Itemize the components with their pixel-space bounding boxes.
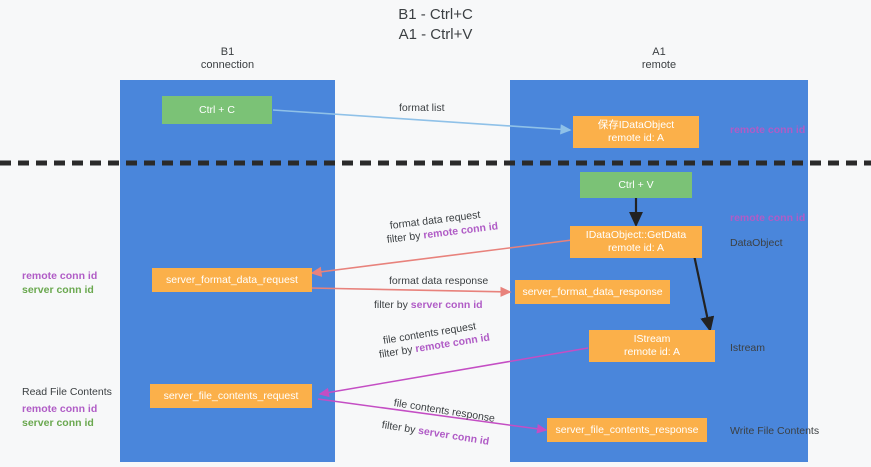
column-header-b1: B1 connection [120,46,335,72]
left-annotation-server-conn-id: server conn id [22,284,94,296]
node-server-format-data-request[interactable]: server_format_data_request [152,268,312,292]
node-istream-line2: remote id: A [623,346,681,358]
column-header-b1-role: connection [200,59,255,71]
node-server-file-contents-response-label: server_file_contents_response [555,423,699,436]
left-annotation-remote-conn-id: remote conn id [22,270,98,282]
filter-prefix: filter by [386,229,425,246]
node-idataobject-getdata[interactable]: IDataObject::GetData remote id: A [570,226,702,258]
right-annotation-istream: Istream [730,342,766,354]
column-header-a1-role: remote [641,59,677,71]
node-saved-idataobject-line1: 保存IDataObject [597,119,675,131]
node-server-file-contents-response[interactable]: server_file_contents_response [547,418,707,442]
node-saved-idataobject[interactable]: 保存IDataObject remote id: A [573,116,699,148]
node-ctrl-c[interactable]: Ctrl + C [162,96,272,124]
node-ctrl-c-label: Ctrl + C [199,103,235,116]
node-istream-line1: IStream [633,333,671,345]
node-server-format-data-request-label: server_format_data_request [166,273,298,286]
arrow-format-data-response [309,286,512,297]
node-server-format-data-response[interactable]: server_format_data_response [515,280,670,304]
node-ctrl-v-label: Ctrl + V [618,178,654,191]
right-annotation-top-remote-conn-id: remote conn id [730,124,806,136]
node-istream[interactable]: IStream remote id: A [589,330,715,362]
filter-prefix: filter by [374,299,411,311]
node-ctrl-v[interactable]: Ctrl + V [580,172,692,198]
node-server-file-contents-request[interactable]: server_file_contents_request [150,384,312,408]
column-header-a1: A1 remote [510,46,808,72]
node-server-file-contents-request-label: server_file_contents_request [163,389,299,402]
filter-key-server-conn-id: server conn id [417,424,491,448]
filter-prefix: filter by [380,418,420,437]
edge-label-format-data-response-filter: filter by server conn id [374,298,483,312]
node-server-format-data-response-label: server_format_data_response [522,285,663,298]
node-idataobject-getdata-line1: IDataObject::GetData [585,229,687,241]
column-header-b1-name: B1 [220,46,235,58]
edge-label-format-data-response: format data response [389,275,489,287]
title-line-2: A1 - Ctrl+V [398,26,473,43]
right-annotation-mid-remote-conn-id: remote conn id [730,212,806,224]
column-header-a1-name: A1 [652,46,666,58]
left-annotation-read-file-contents: Read File Contents [22,386,112,398]
left-annotation-bottom-server-conn-id: server conn id [22,417,94,429]
node-idataobject-getdata-line2: remote id: A [607,242,665,254]
title-line-1: B1 - Ctrl+C [398,6,473,23]
node-saved-idataobject-line2: remote id: A [607,132,665,144]
diagram-title: B1 - Ctrl+C A1 - Ctrl+V [0,5,871,45]
right-annotation-write-file-contents: Write File Contents [730,425,820,437]
left-annotation-bottom-remote-conn-id: remote conn id [22,403,98,415]
filter-key-server-conn-id: server conn id [410,299,483,311]
edge-label-format-list: format list [399,102,445,114]
right-annotation-dataobject: DataObject [730,237,783,249]
